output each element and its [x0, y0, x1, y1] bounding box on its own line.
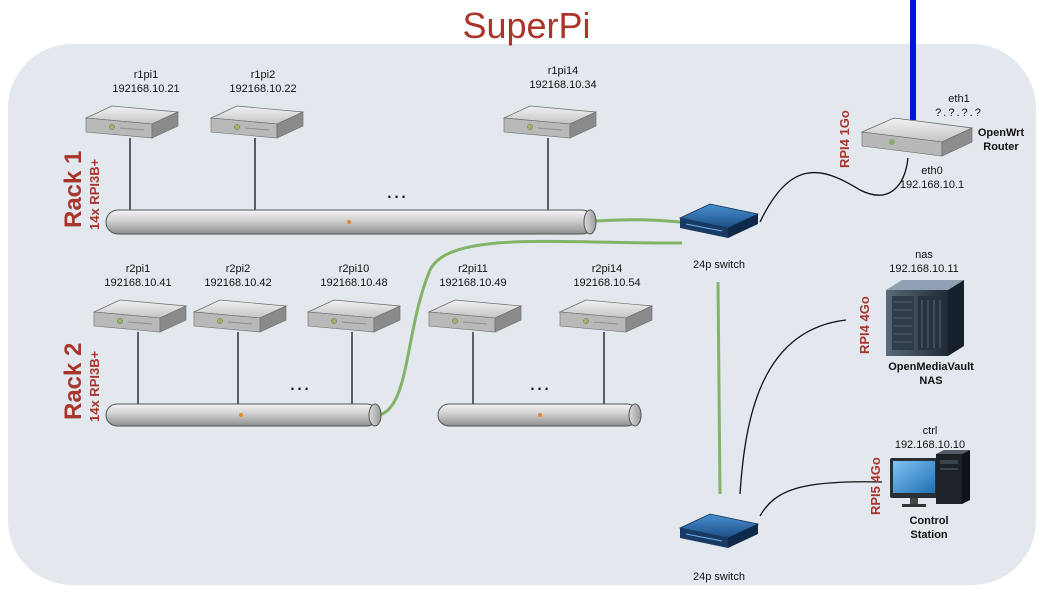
switch-control-cable — [759, 481, 883, 517]
rack1-subtitle: 14x RPI3B+ — [87, 158, 102, 230]
rack1-switch-link — [595, 218, 681, 224]
router-device — [860, 117, 974, 157]
rack2-ellipsis-1: ... — [289, 370, 311, 395]
control-hw-label: RPI5 4Go — [868, 457, 883, 515]
server-r2pi10 — [306, 299, 402, 333]
rack1-title: Rack 1 — [60, 151, 88, 228]
rack1-ellipsis: ... — [386, 178, 408, 203]
server-r2pi14 — [558, 299, 654, 333]
server-r1pi2 — [209, 105, 305, 139]
switch-1-device — [678, 203, 760, 238]
rack2-subtitle-wrap: 14x RPI3B+ — [86, 351, 104, 422]
server-r2pi2 — [192, 299, 288, 333]
switch-router-cable — [759, 157, 909, 223]
rack2-name: Rack 2 — [60, 342, 87, 420]
rack2-subtitle: 14x RPI3B+ — [87, 350, 102, 422]
rack2-bus-segment-2 — [437, 403, 642, 427]
switch-nas-cable — [739, 319, 847, 495]
rack2-ellipsis-2: ... — [529, 370, 551, 395]
rack1-name: Rack 1 — [60, 150, 87, 228]
switch-2-device — [678, 513, 760, 548]
switch-interconnect-link — [716, 281, 722, 495]
router-eth1-label: eth1?.?.?.? — [935, 93, 983, 119]
nas-device — [886, 280, 964, 356]
switch-1-label: 24p switch — [693, 259, 745, 271]
rack2-switch-link — [379, 239, 683, 417]
server-r1pi1 — [84, 105, 180, 139]
server-r1pi14 — [502, 105, 598, 139]
switch-2-label: 24p switch — [693, 571, 745, 583]
server-r2pi11 — [427, 299, 523, 333]
rack2-title: Rack 2 — [60, 343, 88, 420]
rack1-bus — [105, 209, 597, 235]
router-hw-label: RPI4 1Go — [837, 110, 852, 168]
rack2-bus-segment-1 — [105, 403, 382, 427]
rack1-subtitle-wrap: 14x RPI3B+ — [86, 159, 104, 230]
nas-hw-label: RPI4 4Go — [857, 296, 872, 354]
control-station-device — [890, 450, 970, 507]
diagram-title: SuperPi — [462, 5, 591, 46]
server-r2pi1 — [92, 299, 188, 333]
